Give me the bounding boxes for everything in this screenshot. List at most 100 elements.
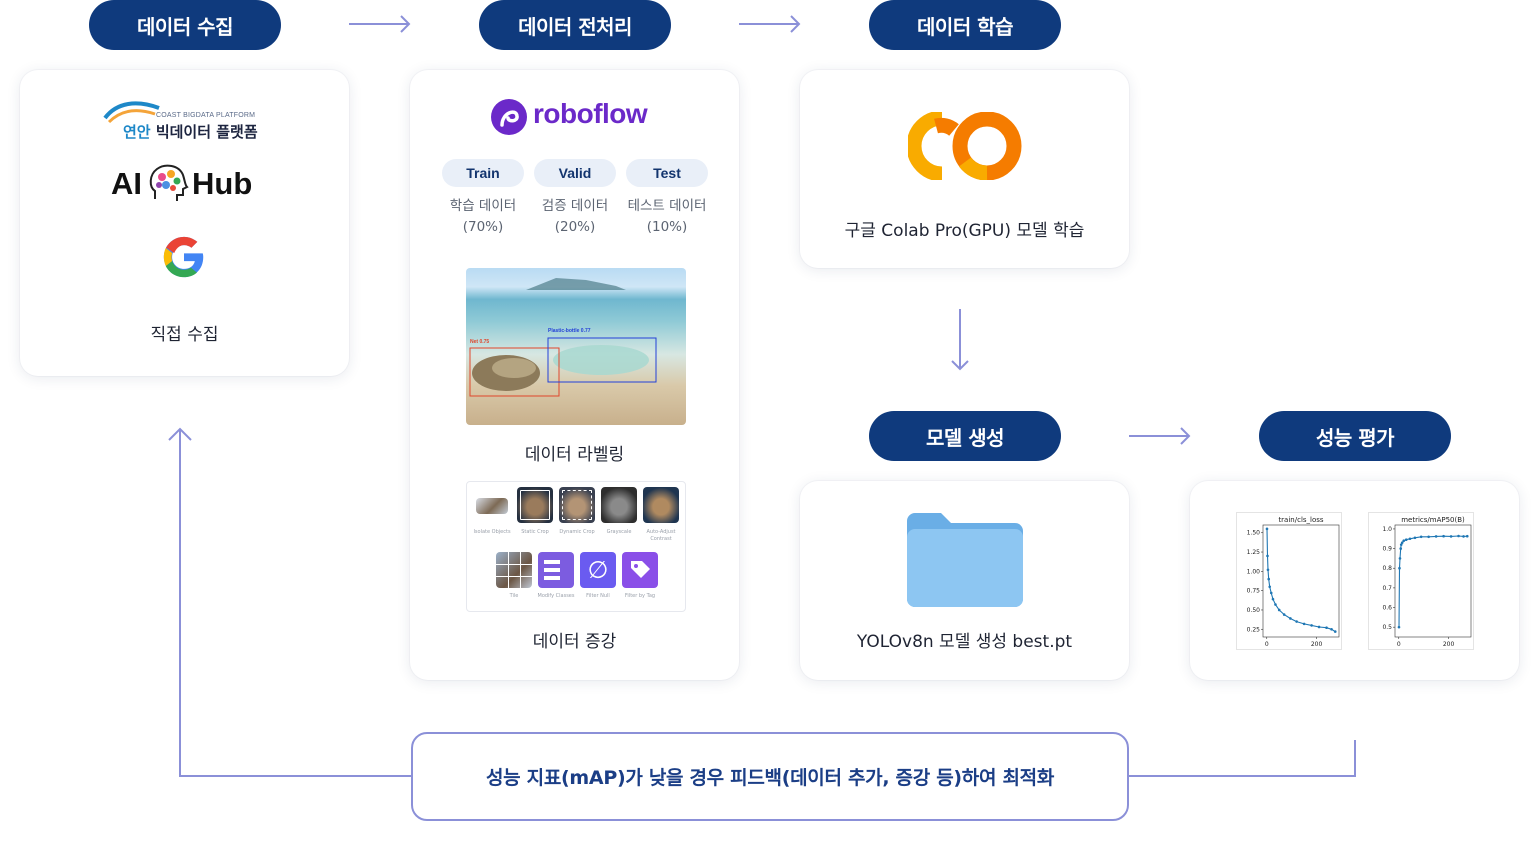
chart-title: metrics/mAP50(B) — [1401, 516, 1465, 524]
y-tick-label: 0.75 — [1247, 588, 1261, 595]
static-crop-thumb — [517, 487, 553, 523]
test-split-desc: 테스트 데이터 (10%) — [617, 196, 717, 238]
arrow-right-icon — [1129, 427, 1191, 445]
data-point — [1310, 624, 1313, 627]
coast-platform-title: 연안 빅데이터 플랫폼 — [123, 121, 258, 142]
collect-caption: 직접 수집 — [150, 325, 219, 345]
data-point — [1399, 547, 1403, 550]
aug-label-tile: Tile — [509, 593, 519, 599]
coast-title-part-b: 빅데이터 플랫폼 — [150, 123, 258, 141]
auto-contrast-thumb — [643, 487, 679, 523]
data-point — [1404, 538, 1408, 542]
data-point — [1302, 622, 1306, 626]
aug-label-auto-contrast: Auto-Adjust Contrast — [646, 529, 676, 542]
series-line — [1398, 535, 1468, 628]
tile-thumb — [496, 552, 532, 588]
stage-eval-pill: 성능 평가 — [1259, 411, 1451, 461]
valid-split-desc: 검증 데이터 (20%) — [525, 196, 625, 238]
data-point — [1268, 585, 1272, 589]
data-point — [1442, 534, 1445, 538]
tab-test: Test — [626, 159, 708, 187]
data-point — [1427, 535, 1430, 539]
data-point — [1434, 535, 1438, 538]
aug-label-filter-null: Filter Null — [586, 593, 610, 599]
feedback-box: 성능 지표(mAP)가 낮을 경우 피드백(데이터 추가, 증강 등)하여 최적… — [411, 732, 1129, 821]
stage-train-pill: 데이터 학습 — [869, 0, 1061, 50]
arrow-right-icon — [739, 15, 801, 33]
y-tick-label: 0.7 — [1382, 585, 1392, 592]
data-point — [1269, 591, 1273, 595]
filter-by-tag-icon — [622, 552, 658, 588]
valid-desc: 검증 데이터 — [541, 198, 609, 214]
data-point — [1398, 557, 1402, 560]
data-point — [1465, 534, 1469, 538]
aug-label-grayscale: Grayscale — [606, 529, 632, 535]
labeling-sample-image: Plastic-bottle 0.77 Net 0.75 — [466, 268, 686, 425]
series-line — [1266, 528, 1336, 633]
test-desc: 테스트 데이터 — [627, 198, 707, 214]
y-tick-label: 0.50 — [1247, 607, 1261, 614]
test-pct: (10%) — [646, 219, 688, 235]
data-point — [1400, 541, 1404, 544]
model-caption: YOLOv8n 모델 생성 best.pt — [856, 632, 1073, 652]
y-tick-label: 1.25 — [1247, 549, 1261, 556]
model-card: YOLOv8n 모델 생성 best.pt — [800, 481, 1129, 680]
data-point — [1413, 536, 1417, 540]
y-tick-label: 0.8 — [1382, 565, 1392, 572]
data-point — [1295, 620, 1298, 623]
collect-card: COAST BIGDATA PLATFORM 연안 빅데이터 플랫폼 AI Hu… — [20, 70, 349, 376]
detection-label-net: Net 0.75 — [470, 339, 490, 345]
data-point — [1419, 535, 1423, 539]
x-tick-label: 200 — [1311, 641, 1323, 648]
y-tick-label: 0.5 — [1382, 624, 1392, 631]
arrow-right-icon — [349, 15, 411, 33]
train-caption: 구글 Colab Pro(GPU) 모델 학습 — [844, 221, 1085, 241]
tab-train: Train — [442, 159, 524, 187]
colab-logo-icon — [908, 112, 1022, 180]
feedback-loop-line-icon — [1129, 740, 1356, 777]
aug-label-filter-tag: Filter by Tag — [624, 593, 656, 599]
detection-label-bottle: Plastic-bottle 0.77 — [548, 328, 591, 334]
coast-title-part-a: 연안 — [123, 123, 151, 141]
data-point — [1462, 535, 1465, 538]
preprocess-card: roboflow Train Valid Test 학습 데이터 (70%) 검… — [410, 70, 739, 680]
data-point — [1449, 535, 1453, 538]
data-point — [1397, 625, 1401, 629]
data-point — [1402, 539, 1406, 543]
data-point — [1271, 597, 1275, 601]
roboflow-logo-icon — [491, 99, 527, 135]
data-point — [1289, 617, 1292, 620]
stage-collect-pill: 데이터 수집 — [89, 0, 281, 50]
data-point — [1408, 537, 1412, 541]
arrow-down-icon — [951, 309, 969, 371]
aihub-right-text: Hub — [192, 166, 253, 201]
data-point — [1325, 626, 1328, 630]
labeling-caption: 데이터 라벨링 — [524, 445, 625, 465]
valid-pct: (20%) — [554, 219, 596, 235]
data-point — [1330, 627, 1333, 631]
data-point — [1265, 527, 1269, 531]
aug-label-dynamic-crop: Dynamic Crop — [559, 529, 595, 535]
train-desc: 학습 데이터 — [449, 198, 517, 214]
train-card: 구글 Colab Pro(GPU) 모델 학습 — [800, 70, 1129, 268]
y-tick-label: 0.25 — [1247, 626, 1261, 633]
stage-model-pill: 모델 생성 — [869, 411, 1061, 461]
train-pct: (70%) — [462, 219, 504, 235]
data-point — [1333, 630, 1337, 633]
data-point — [1277, 608, 1281, 612]
aihub-left-text: AI — [111, 166, 142, 201]
data-point — [1399, 543, 1403, 546]
y-tick-label: 1.0 — [1382, 526, 1392, 533]
data-point — [1266, 554, 1269, 558]
x-tick-label: 0 — [1265, 641, 1269, 648]
y-tick-label: 0.9 — [1382, 546, 1392, 553]
aug-label-modify-classes: Modify Classes — [537, 593, 575, 599]
feedback-loop-arrow-icon — [168, 427, 411, 777]
beach-scene-icon — [469, 278, 657, 397]
y-tick-label: 1.00 — [1247, 568, 1261, 575]
data-point — [1274, 603, 1277, 606]
